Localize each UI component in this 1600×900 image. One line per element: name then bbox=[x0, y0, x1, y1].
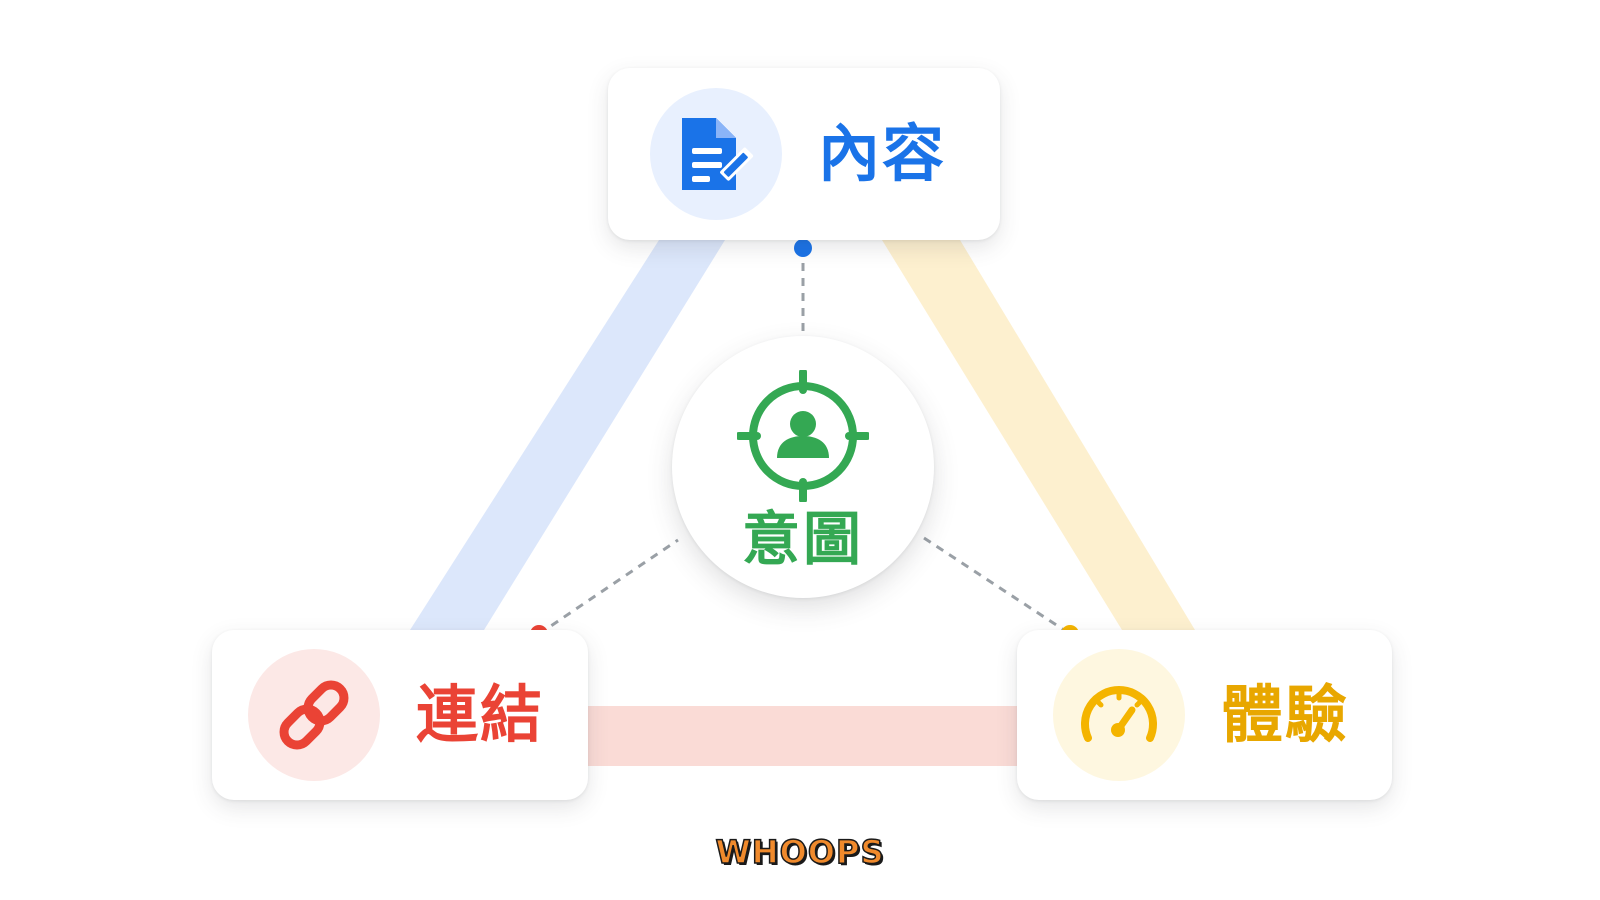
experience-icon-badge bbox=[1053, 649, 1185, 781]
content-label: 內容 bbox=[818, 117, 947, 190]
links-icon-badge bbox=[248, 649, 380, 781]
links-card: 連結 bbox=[212, 630, 588, 800]
links-label: 連結 bbox=[416, 678, 545, 751]
experience-card: 體驗 bbox=[1017, 630, 1392, 800]
experience-label: 體驗 bbox=[1221, 678, 1350, 751]
content-card: 內容 bbox=[608, 68, 1000, 240]
intent-hub: 意圖 bbox=[672, 336, 934, 598]
intent-label: 意圖 bbox=[741, 505, 864, 573]
document-edit-icon bbox=[682, 118, 754, 190]
anchor-dot-content bbox=[794, 239, 812, 257]
whoops-stamp: WHOOPS bbox=[715, 833, 885, 871]
target-person-icon bbox=[737, 370, 869, 502]
dash-center-links bbox=[538, 538, 679, 636]
speedometer-icon bbox=[1081, 686, 1157, 742]
edge-links-experience bbox=[588, 706, 1018, 766]
edge-content-experience bbox=[882, 240, 1195, 630]
content-icon-badge bbox=[650, 88, 782, 220]
dash-center-experience bbox=[923, 536, 1071, 636]
link-icon bbox=[279, 680, 349, 750]
edge-content-links bbox=[410, 240, 725, 630]
